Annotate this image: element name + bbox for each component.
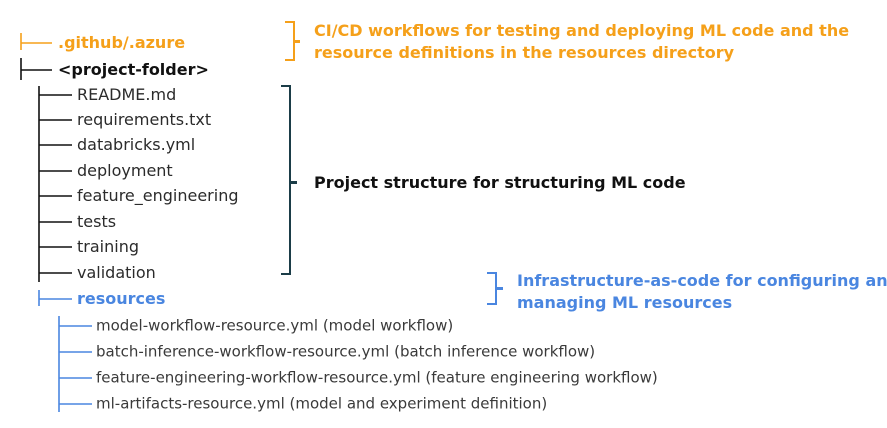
resource-file-name: batch-inference-workflow-resource.yml (96, 342, 390, 361)
resource-file-name: ml-artifacts-resource.yml (96, 394, 285, 413)
project-bracket-tick (290, 181, 297, 184)
infra-annotation-line1: Infrastructure-as-code for configuring a… (517, 271, 887, 290)
resource-file-name: model-workflow-resource.yml (96, 316, 319, 335)
resource-file-feature-engineering: feature-engineering-workflow-resource.ym… (96, 368, 658, 387)
infra-bracket-tick (496, 287, 503, 290)
folder-deployment: deployment (77, 161, 173, 180)
cicd-annotation-line2: resource definitions in the resources di… (314, 43, 735, 62)
project-bracket (281, 85, 291, 275)
cicd-annotation-line1: CI/CD workflows for testing and deployin… (314, 21, 850, 40)
github-azure-folder: .github/.azure (58, 33, 186, 52)
file-readme: README.md (77, 85, 177, 104)
resource-file-name: feature-engineering-workflow-resource.ym… (96, 368, 421, 387)
resource-file-batch-inference: batch-inference-workflow-resource.yml (b… (96, 342, 596, 361)
resource-file-ml-artifacts: ml-artifacts-resource.yml (model and exp… (96, 394, 548, 413)
cicd-annotation: CI/CD workflows for testing and deployin… (314, 20, 849, 64)
resource-file-desc: (batch inference workflow) (394, 342, 596, 361)
resource-file-desc: (feature engineering workflow) (425, 368, 658, 387)
folder-validation: validation (77, 263, 156, 282)
project-annotation: Project structure for structuring ML cod… (314, 173, 686, 192)
folder-training: training (77, 237, 139, 256)
infra-annotation: Infrastructure-as-code for configuring a… (517, 270, 887, 314)
file-requirements: requirements.txt (77, 110, 212, 129)
project-folder: <project-folder> (58, 60, 209, 79)
resource-file-desc: (model and experiment definition) (289, 394, 548, 413)
resource-file-desc: (model workflow) (322, 316, 454, 335)
folder-tests: tests (77, 212, 117, 231)
infra-annotation-line2: managing ML resources (517, 293, 733, 312)
folder-feature-engineering: feature_engineering (77, 186, 239, 205)
cicd-bracket-tick (294, 40, 300, 43)
folder-resources: resources (77, 289, 166, 308)
resource-file-model-workflow: model-workflow-resource.yml (model workf… (96, 316, 454, 335)
file-databricks-yml: databricks.yml (77, 135, 196, 154)
